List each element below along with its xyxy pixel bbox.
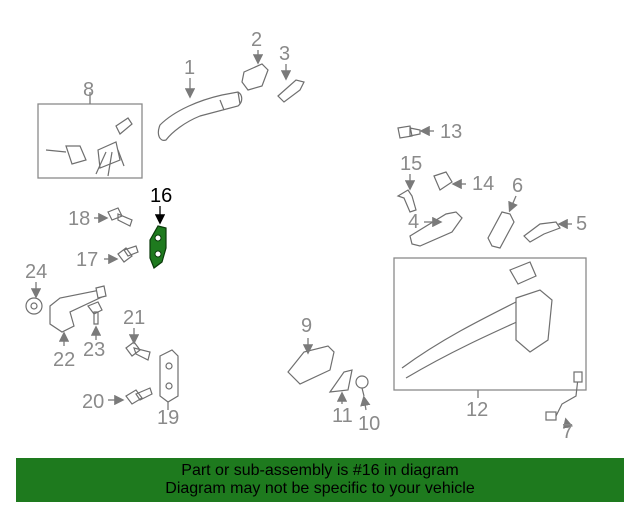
part-24-nut <box>25 297 43 315</box>
callout-22: 22 <box>53 349 75 371</box>
callout-8: 8 <box>83 79 94 101</box>
callout-11: 11 <box>332 405 353 427</box>
part-22-check-link <box>49 285 107 333</box>
callout-12: 12 <box>466 399 488 421</box>
banner-line-2: Diagram may not be specific to your vehi… <box>165 480 475 497</box>
parts-diagram: 1 2 3 8 13 15 14 4 6 <box>25 29 587 443</box>
info-banner: Part or sub-assembly is #16 in diagram D… <box>16 458 624 502</box>
part-8-box <box>37 103 143 179</box>
callout-1: 1 <box>184 57 195 79</box>
part-11-bezel <box>328 369 353 393</box>
callout-17: 17 <box>76 249 98 271</box>
callout-6: 6 <box>512 175 523 197</box>
banner-line-1: Part or sub-assembly is #16 in diagram <box>181 462 459 479</box>
part-5-link <box>523 221 561 243</box>
callout-21: 21 <box>123 307 145 329</box>
part-18-bolt <box>107 207 133 227</box>
callout-4: 4 <box>408 211 419 233</box>
part-12-box <box>393 257 587 391</box>
callout-5: 5 <box>576 213 587 235</box>
callout-19: 19 <box>157 407 179 429</box>
part-9-inside-handle <box>287 345 335 385</box>
callout-2: 2 <box>251 29 262 51</box>
callout-18: 18 <box>68 208 90 230</box>
part-13-bolt <box>397 125 421 139</box>
part-17-bolt <box>117 245 139 263</box>
callout-7: 7 <box>562 421 573 443</box>
callout-24: 24 <box>25 261 47 283</box>
part-15-screw <box>396 189 417 213</box>
part-6-plate <box>487 211 515 249</box>
part-3-handle-cover <box>277 79 305 103</box>
part-10-screw <box>355 375 369 397</box>
part-19-hinge <box>159 349 179 403</box>
callout-16: 16 <box>150 185 172 207</box>
callout-3: 3 <box>279 43 290 65</box>
part-12-latch-assembly <box>401 261 553 379</box>
callout-10: 10 <box>358 413 380 435</box>
part-4-bracket <box>409 211 463 247</box>
part-16-highlighted-bracket <box>149 225 167 269</box>
part-2-handle-cap <box>241 63 269 91</box>
part-23-bolt <box>87 301 103 325</box>
callout-13: 13 <box>440 121 462 143</box>
part-1-outside-handle <box>157 91 243 141</box>
callout-9: 9 <box>301 315 312 337</box>
callout-14: 14 <box>472 173 494 195</box>
part-20-bolt <box>125 387 153 405</box>
part-21-bolt <box>125 341 151 361</box>
callout-23: 23 <box>83 339 105 361</box>
callout-15: 15 <box>400 153 422 175</box>
part-14-striker <box>433 171 453 191</box>
part-7-wire-harness <box>545 371 583 421</box>
part-8-key-cylinder-set <box>45 117 133 177</box>
callout-20: 20 <box>82 391 104 413</box>
